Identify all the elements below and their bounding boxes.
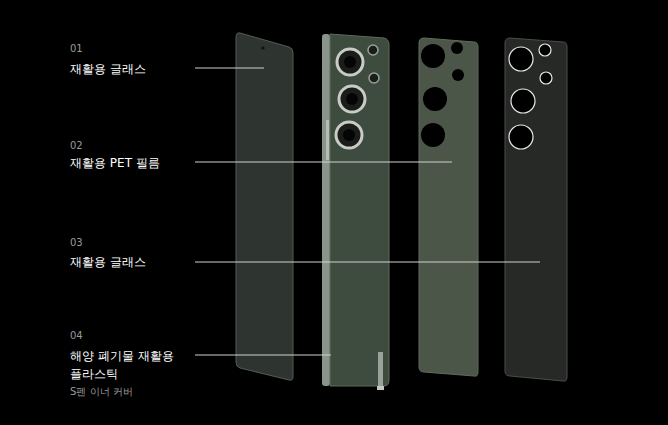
- callout-number: 04: [70, 330, 83, 342]
- s-pen-tip: [377, 386, 384, 390]
- pet-film: [419, 38, 478, 376]
- callout-number: 02: [70, 140, 83, 152]
- camera-lenses: [336, 45, 379, 148]
- phone-body: [330, 34, 389, 386]
- side-button: [326, 120, 329, 160]
- film-camera-holes: [421, 42, 464, 147]
- callout-number: 01: [70, 43, 83, 55]
- material-label: 재활용 PET 필름: [70, 154, 175, 172]
- front-glass: [236, 33, 293, 380]
- back-glass: [505, 38, 567, 381]
- material-label: 재활용 글래스: [70, 253, 175, 271]
- part-note: S펜 이너 커버: [70, 386, 133, 398]
- material-label: 재활용 글래스: [70, 60, 175, 78]
- leader-lines: [195, 68, 540, 355]
- material-label: 해양 폐기물 재활용 플라스틱: [70, 347, 175, 383]
- s-pen: [378, 352, 383, 388]
- callout-number: 03: [70, 237, 83, 249]
- phone-frame-edge: [322, 34, 330, 386]
- front-camera-hole: [261, 46, 264, 49]
- glass-camera-holes: [509, 44, 552, 149]
